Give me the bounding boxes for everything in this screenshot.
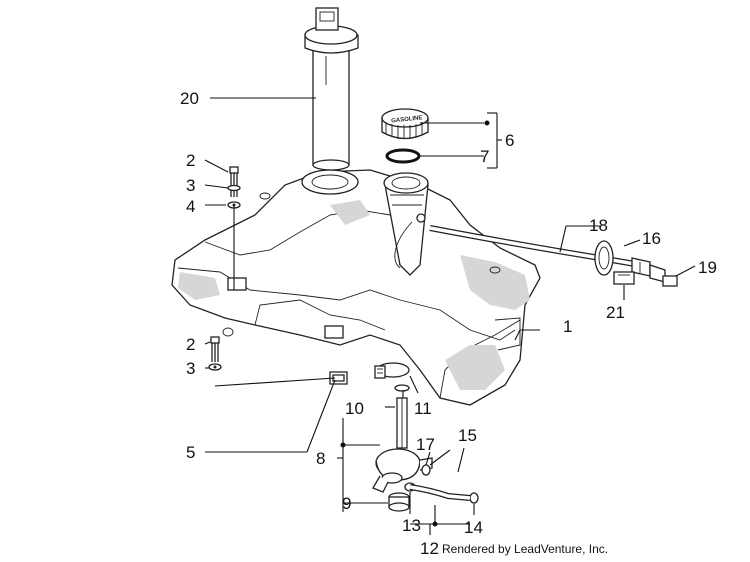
callout-16: 16	[642, 229, 661, 248]
callout-19: 19	[698, 258, 717, 277]
callout-14: 14	[464, 518, 483, 537]
callout-4: 4	[186, 197, 195, 216]
callout-7: 7	[480, 147, 489, 166]
callout-8: 8	[316, 449, 325, 468]
callout-18: 18	[589, 216, 608, 235]
fuel-tap	[372, 397, 433, 493]
callout-2-lower: 2	[186, 335, 195, 354]
callout-3-upper: 3	[186, 176, 195, 195]
callout-13: 13	[402, 516, 421, 535]
upper-bolt-set	[227, 166, 241, 209]
callout-10: 10	[345, 399, 364, 418]
vent-clip	[613, 271, 635, 285]
callout-15: 15	[458, 426, 477, 445]
fuel-level-sender	[304, 7, 359, 171]
vent-valve	[631, 257, 678, 287]
callout-2-upper: 2	[186, 151, 195, 170]
callout-20: 20	[180, 89, 199, 108]
fuel-tank	[171, 169, 541, 406]
callout-1: 1	[563, 317, 572, 336]
hose-clip-14	[469, 492, 479, 504]
lower-bolt-set	[208, 336, 222, 371]
o-ring	[385, 148, 421, 164]
group-dot-8	[340, 442, 346, 448]
hose-clip-17	[421, 464, 431, 476]
group-dot-12	[432, 521, 438, 527]
fuel-cap: GASOLINE	[381, 108, 429, 140]
credit-text: Rendered by LeadVenture, Inc.	[442, 542, 608, 556]
vent-hose-ring	[594, 240, 614, 276]
callout-9: 9	[342, 494, 351, 513]
washer	[394, 384, 410, 392]
sleeve	[388, 492, 410, 512]
callout-12: 12	[420, 539, 439, 558]
callout-17: 17	[416, 435, 435, 454]
filler-neck	[383, 172, 429, 276]
callout-11: 11	[414, 399, 432, 418]
group-dot-6a	[484, 120, 490, 126]
callout-3-lower: 3	[186, 359, 195, 378]
cap-label: GASOLINE	[391, 115, 423, 124]
callout-21: 21	[606, 303, 625, 322]
hose-clamp	[374, 362, 410, 379]
callout-6: 6	[505, 131, 514, 150]
leader-lines	[204, 97, 696, 535]
callout-5: 5	[186, 443, 195, 462]
